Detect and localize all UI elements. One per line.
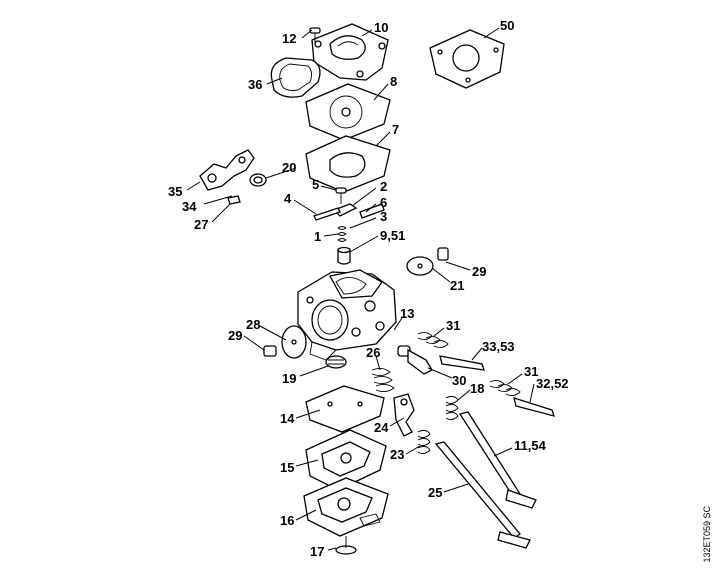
- callout-36: 36: [248, 77, 262, 92]
- callout-50: 50: [500, 18, 514, 33]
- filter-screen-drawing: [270, 57, 321, 98]
- shaft-25-drawing: [434, 441, 531, 549]
- callout-26: 26: [366, 345, 380, 360]
- shaft-11-drawing: [458, 411, 537, 509]
- callout-8: 8: [390, 74, 397, 89]
- gasket-7-drawing: [305, 135, 391, 193]
- callout-32-52: 32,52: [536, 376, 569, 391]
- callout-1: 1: [314, 229, 321, 244]
- callout-labels: 12 10 50 36 8 7 20 35 5 2 34 4 6 27 3 1 …: [168, 18, 569, 559]
- callout-31-upper: 31: [446, 318, 460, 333]
- callout-10: 10: [374, 20, 388, 35]
- carburetor-body-drawing: [297, 269, 397, 361]
- callout-2: 2: [380, 179, 387, 194]
- screen-19-drawing: [325, 355, 347, 369]
- callout-23: 23: [390, 447, 404, 462]
- screw-12-drawing: [309, 27, 321, 42]
- callout-14: 14: [280, 411, 295, 426]
- callout-19: 19: [282, 371, 296, 386]
- callout-9-51: 9,51: [380, 228, 405, 243]
- callout-28: 28: [246, 317, 260, 332]
- callout-21: 21: [450, 278, 464, 293]
- callout-4: 4: [284, 191, 292, 206]
- gasket-50-drawing: [429, 29, 505, 89]
- screw-17-drawing: [335, 536, 357, 555]
- needle-33-drawing: [417, 331, 485, 371]
- diaphragm-8-drawing: [305, 83, 391, 141]
- plate-15-drawing: [305, 429, 387, 491]
- lever-group-drawing: [313, 187, 385, 265]
- callout-18: 18: [470, 381, 484, 396]
- callout-24: 24: [374, 420, 389, 435]
- callout-12: 12: [282, 31, 296, 46]
- document-code: 132ET059 SC: [702, 506, 712, 563]
- callout-29-right: 29: [472, 264, 486, 279]
- callout-7: 7: [392, 122, 399, 137]
- plug-21-drawing: [406, 247, 449, 276]
- callout-13: 13: [400, 306, 414, 321]
- callout-5: 5: [312, 177, 319, 192]
- callout-31-lower: 31: [524, 364, 538, 379]
- pump-cover-drawing: [311, 23, 389, 81]
- callout-29-left: 29: [228, 328, 242, 343]
- callout-30: 30: [452, 373, 466, 388]
- callout-27: 27: [194, 217, 208, 232]
- callout-34: 34: [182, 199, 197, 214]
- cover-16-drawing: [303, 477, 389, 537]
- callout-16: 16: [280, 513, 294, 528]
- callout-15: 15: [280, 460, 294, 475]
- callout-6: 6: [380, 195, 387, 210]
- needle-32-drawing: [489, 379, 555, 417]
- gasket-14-drawing: [305, 385, 385, 433]
- valve-13-drawing: [397, 345, 433, 375]
- plug-28-drawing: [263, 325, 307, 359]
- callout-3: 3: [380, 209, 387, 224]
- spring-26-drawing: [371, 367, 395, 393]
- spring-18-drawing: [445, 395, 459, 421]
- lever-24-drawing: [393, 393, 415, 437]
- spring-23-drawing: [417, 429, 431, 455]
- leader-lines: [186, 27, 535, 551]
- callout-20: 20: [282, 160, 296, 175]
- callout-17: 17: [310, 544, 324, 559]
- fitting-group-drawing: [199, 149, 267, 205]
- callout-25: 25: [428, 485, 442, 500]
- callout-33-53: 33,53: [482, 339, 515, 354]
- callout-11-54: 11,54: [514, 438, 547, 453]
- callout-35: 35: [168, 184, 182, 199]
